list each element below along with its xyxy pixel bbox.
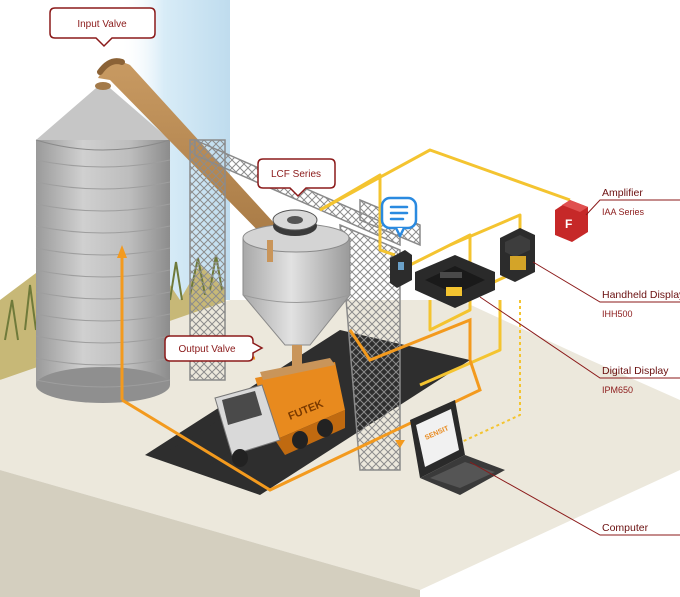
handheld-display-device bbox=[500, 228, 535, 282]
handheld-subtitle: IHH500 bbox=[602, 309, 633, 319]
cable-to-computer bbox=[454, 300, 521, 446]
digital-subtitle: IPM650 bbox=[602, 385, 633, 395]
callout-output-valve: Output Valve bbox=[164, 335, 264, 362]
amplifier-device-icon: F bbox=[555, 200, 588, 242]
ground-edge bbox=[0, 470, 420, 597]
cable-display-loop bbox=[419, 300, 502, 387]
amplifier-subtitle: IAA Series bbox=[602, 207, 645, 217]
amplifier-title: Amplifier bbox=[602, 187, 643, 199]
handheld-title: Handheld Display bbox=[602, 289, 680, 301]
loop-to-hopper bbox=[348, 317, 472, 362]
svg-text:F: F bbox=[565, 217, 572, 231]
callout-lcf-series: LCF Series bbox=[257, 158, 336, 198]
leader-lines bbox=[469, 199, 680, 536]
control-loop bbox=[117, 245, 482, 492]
digital-title: Digital Display bbox=[602, 365, 669, 377]
callout-input-valve: Input Valve bbox=[49, 7, 156, 48]
silo bbox=[35, 82, 171, 403]
input-valve-label: Input Valve bbox=[77, 19, 127, 30]
junction-box bbox=[390, 250, 412, 288]
laptop-device: SENSIT bbox=[410, 400, 505, 495]
grain-stream bbox=[292, 345, 302, 370]
lcf-series-label: LCF Series bbox=[271, 169, 321, 180]
cable-lcf-amplifier bbox=[319, 148, 571, 212]
digital-display-device bbox=[415, 255, 495, 308]
hopper bbox=[242, 223, 351, 346]
computer-title: Computer bbox=[602, 522, 649, 534]
leader-handheld bbox=[532, 261, 680, 303]
chat-lines-icon bbox=[380, 196, 418, 238]
cable-lcf-junction bbox=[319, 173, 396, 257]
output-valve-label: Output Valve bbox=[178, 344, 236, 355]
leader-digital bbox=[479, 296, 680, 379]
leader-amplifier bbox=[585, 199, 680, 216]
truck: FUTEK bbox=[214, 358, 345, 467]
load-cell-lcf bbox=[272, 209, 318, 236]
loop-bottom bbox=[121, 359, 482, 492]
leader-computer bbox=[469, 461, 680, 536]
